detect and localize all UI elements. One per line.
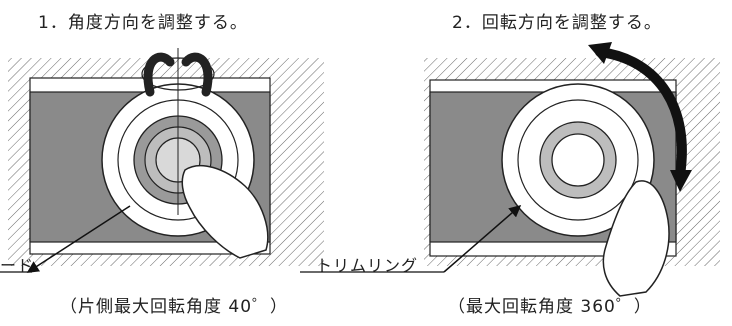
step2-title: 2．回転方向を調整する。 <box>452 13 662 33</box>
left-rotation-ellipse <box>141 57 215 91</box>
right-rotation-arrow <box>595 47 687 180</box>
left-leader-line <box>26 205 131 273</box>
right-arrow-head-bottom <box>670 170 692 192</box>
step1-title: 1．角度方向を調整する。 <box>38 13 248 33</box>
left-hand <box>181 164 269 259</box>
right-leader-line <box>443 205 522 273</box>
right-panel-illustration <box>300 42 720 297</box>
right-arrow-head-top <box>588 42 612 64</box>
right-lens-glass <box>551 133 605 187</box>
left-panel-illustration <box>0 48 324 273</box>
right-hand <box>602 180 670 297</box>
left-partial-label: ード <box>0 256 35 275</box>
step2-caption: （最大回転角度 360゜） <box>448 297 652 317</box>
step1-caption: （片側最大回転角度 40゜） <box>60 297 289 317</box>
trim-ring-label: トリムリング <box>316 256 419 275</box>
